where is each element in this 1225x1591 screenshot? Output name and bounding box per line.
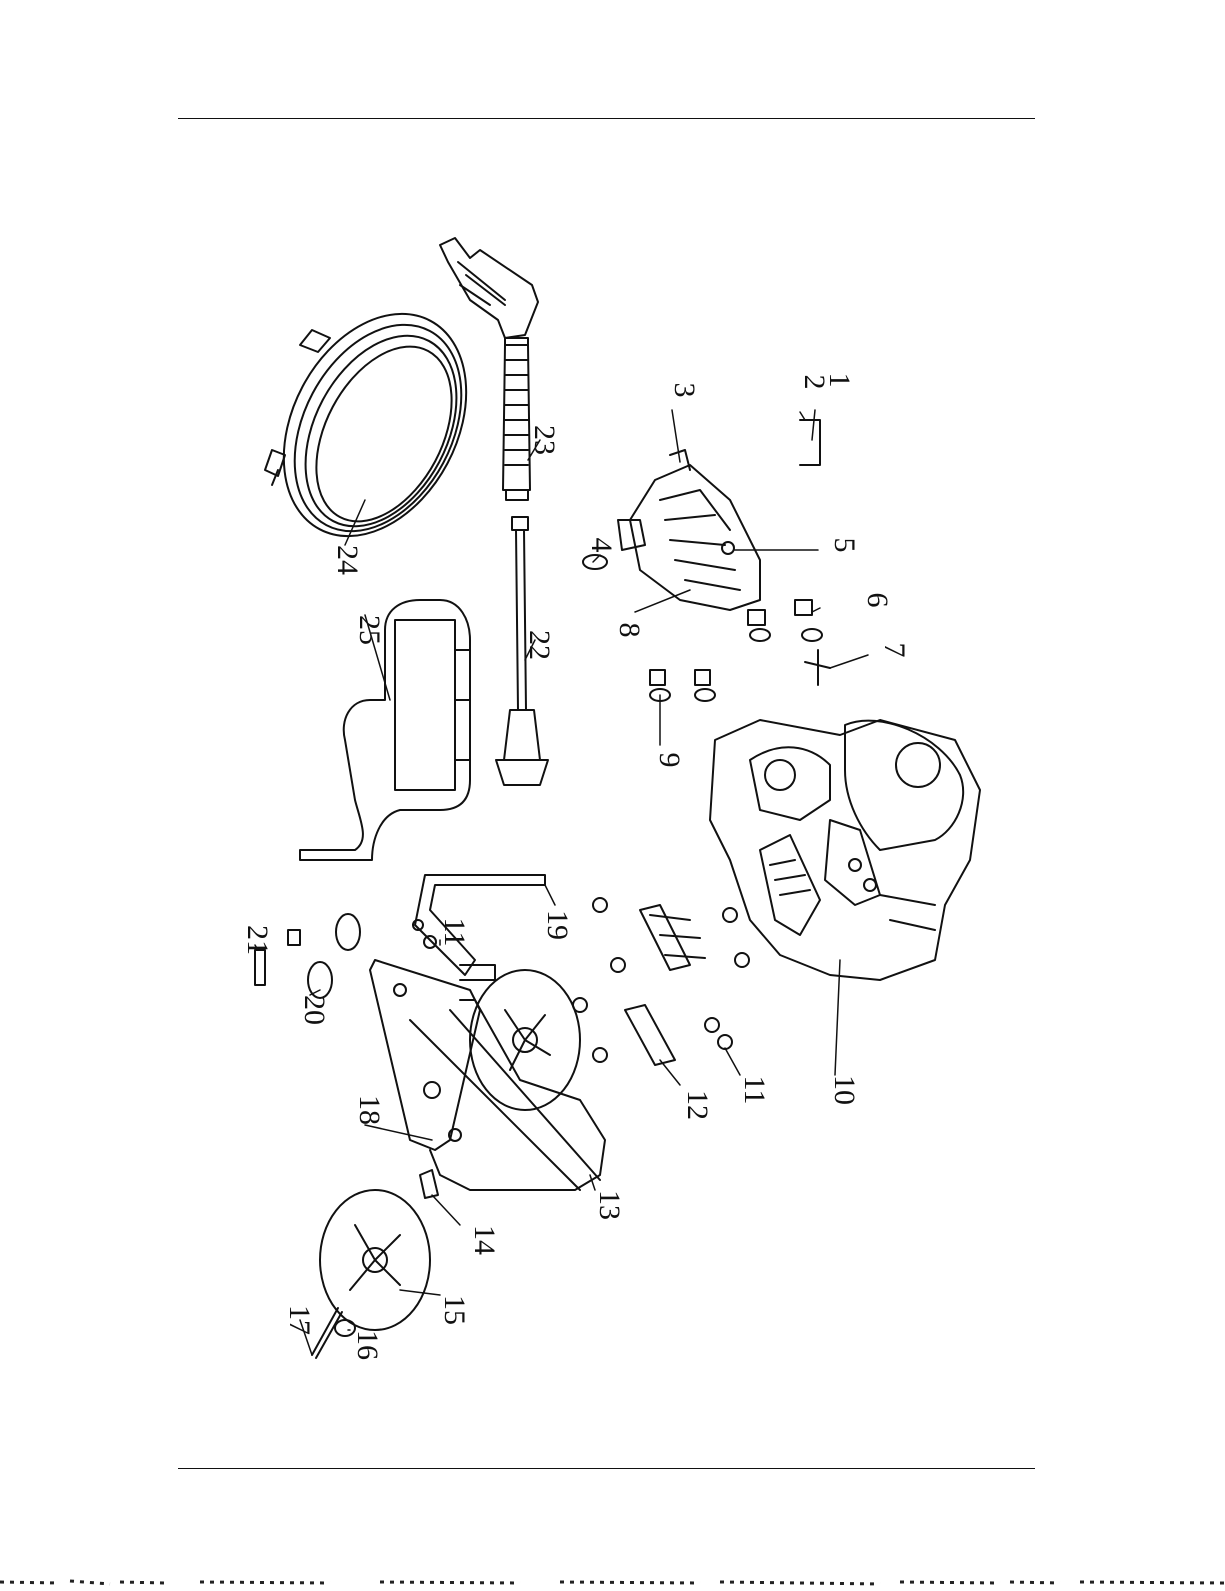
high-pressure-hose xyxy=(247,282,503,567)
callout-label: 9 xyxy=(653,753,686,768)
scan-edge-strip xyxy=(0,1573,1225,1585)
callout-label: 4 xyxy=(585,538,618,553)
axle-hardware xyxy=(255,914,360,1358)
callout-label: 24 xyxy=(331,545,364,575)
wheel-rear xyxy=(470,970,580,1110)
callout-label: 23 xyxy=(528,425,561,455)
callout-label: 11 xyxy=(738,1076,771,1105)
callout-label: 12 xyxy=(681,1090,714,1120)
engine xyxy=(710,720,980,980)
spray-gun xyxy=(440,238,538,500)
callout-label: 5 xyxy=(828,538,861,553)
pump-assembly xyxy=(618,450,760,610)
callout-label: 14 xyxy=(468,1225,501,1255)
callout-label: 2 xyxy=(798,375,831,390)
callout-label: 11 xyxy=(438,918,471,947)
callout-label: 18 xyxy=(353,1095,386,1125)
callout-label: 8 xyxy=(613,623,646,638)
bracket-part xyxy=(800,420,820,465)
callout-label: 19 xyxy=(541,910,574,940)
callout-label: 13 xyxy=(593,1190,626,1220)
callout-label: 15 xyxy=(438,1295,471,1325)
callout-label: 21 xyxy=(241,925,274,955)
callout-label: 20 xyxy=(298,995,331,1025)
callout-label: 25 xyxy=(353,615,386,645)
callout-label: 7 xyxy=(878,643,911,658)
callout-label: 17 xyxy=(283,1305,316,1335)
callout-label: 16 xyxy=(351,1330,384,1360)
callout-label: 3 xyxy=(668,383,701,398)
callout-label: 22 xyxy=(523,630,556,660)
callout-label: 10 xyxy=(828,1075,861,1105)
callout-label: 6 xyxy=(861,593,894,608)
